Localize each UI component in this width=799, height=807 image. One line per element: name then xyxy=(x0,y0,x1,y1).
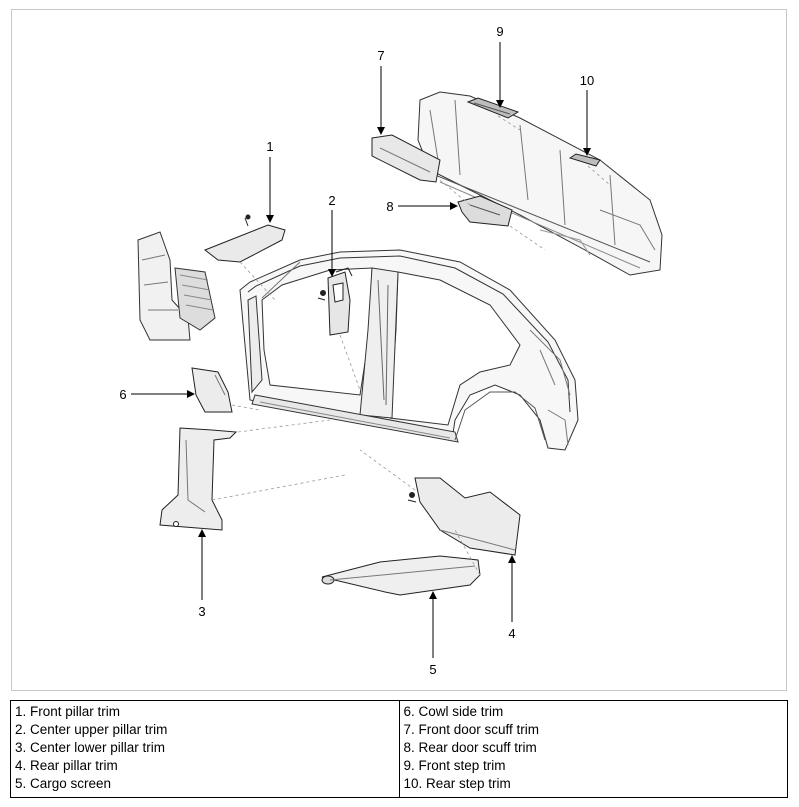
legend-item-1: 1. Front pillar trim xyxy=(15,704,121,719)
callout-3: 3 xyxy=(198,604,205,619)
front-pillar-trim xyxy=(203,214,286,263)
floor-sill-assembly xyxy=(417,91,663,276)
front-step-trim xyxy=(466,97,520,119)
callout-8: 8 xyxy=(386,199,393,214)
legend-item-10: 10. Rear step trim xyxy=(403,776,511,791)
cowl-side-trim xyxy=(191,367,233,413)
rear-door-scuff-trim xyxy=(457,195,513,227)
callout-numbers: 1 2 3 4 5 6 7 8 9 10 xyxy=(119,24,594,677)
cowl-structure xyxy=(137,231,216,341)
rear-step-trim xyxy=(568,153,601,167)
callout-10: 10 xyxy=(580,73,594,88)
callout-9: 9 xyxy=(496,24,503,39)
legend-item-9: 9. Front step trim xyxy=(403,758,506,773)
rear-pillar-trim xyxy=(407,477,521,556)
front-door-scuff-trim xyxy=(371,134,441,183)
legend-item-8: 8. Rear door scuff trim xyxy=(403,740,537,755)
exploded-view-diagram: 1 2 3 4 5 6 7 8 9 10 xyxy=(119,24,663,677)
callout-6: 6 xyxy=(119,387,126,402)
center-lower-pillar-trim xyxy=(159,427,238,531)
callout-5: 5 xyxy=(429,662,436,677)
body-side-panel xyxy=(239,249,579,451)
legend-item-4: 4. Rear pillar trim xyxy=(15,758,118,773)
callout-2: 2 xyxy=(328,193,335,208)
center-upper-pillar-trim xyxy=(317,267,353,336)
cargo-screen xyxy=(321,555,481,596)
callout-1: 1 xyxy=(266,139,273,154)
assembly-guide-lines xyxy=(211,115,611,576)
callout-4: 4 xyxy=(508,626,515,641)
legend-column-right: 6. Cowl side trim 7. Front door scuff tr… xyxy=(398,700,788,798)
leader-lines xyxy=(131,42,591,658)
legend-item-3: 3. Center lower pillar trim xyxy=(15,740,166,755)
legend-item-7: 7. Front door scuff trim xyxy=(403,722,540,737)
parts-legend-table: 1. Front pillar trim 2. Center upper pil… xyxy=(10,700,788,798)
callout-7: 7 xyxy=(377,48,384,63)
legend-column-left: 1. Front pillar trim 2. Center upper pil… xyxy=(10,700,400,798)
legend-item-2: 2. Center upper pillar trim xyxy=(15,722,168,737)
legend-item-5: 5. Cargo screen xyxy=(15,776,112,791)
legend-item-6: 6. Cowl side trim xyxy=(403,704,504,719)
